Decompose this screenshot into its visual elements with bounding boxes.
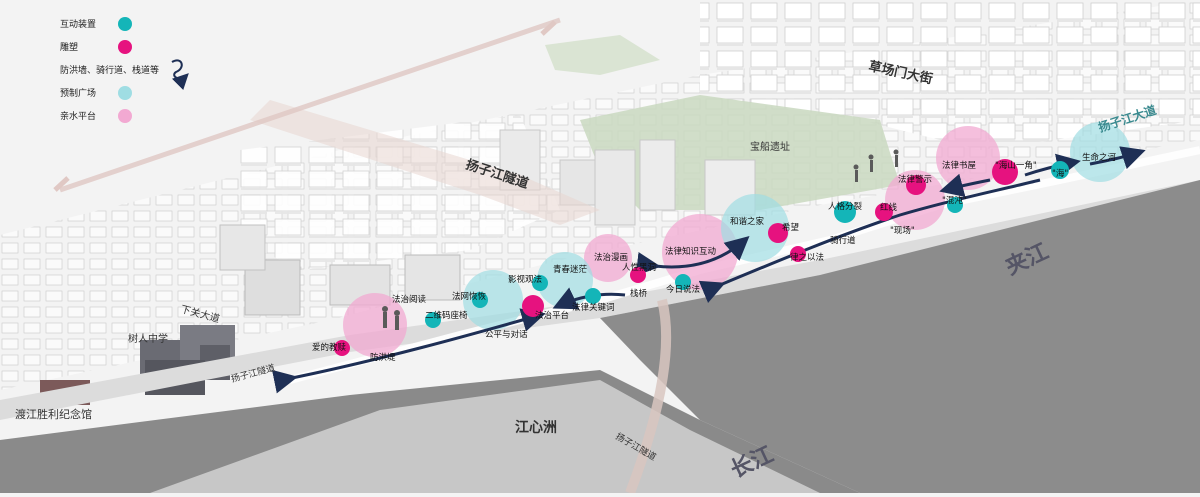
sculpture-bylaw[interactable] (790, 246, 806, 262)
interactive-youth[interactable] (532, 275, 548, 291)
sculpture-love[interactable] (334, 340, 350, 356)
legend-platform-label: 亲水平台 (60, 110, 96, 122)
interactive-chaos[interactable] (947, 197, 963, 213)
label-choice: 人格分裂 (828, 201, 863, 212)
jiangxinzhou-island (150, 380, 820, 493)
interactive-today[interactable] (675, 274, 691, 290)
route-arrows (271, 146, 1146, 394)
label-read: 法治阅读 (392, 294, 427, 305)
interactive-markers (425, 161, 1069, 328)
label-dark: 人性黑洞 (622, 262, 656, 273)
label-qr: 二维码座椅 (425, 310, 468, 321)
green-park-north (545, 35, 660, 75)
label-comic: 法治漫画 (594, 252, 628, 263)
legend-plaza-label: 预制广场 (60, 87, 96, 99)
tunnel-under-river (625, 298, 672, 495)
legend: 互动装置 雕塑 防洪墙、骑行道、栈道等 预制广场 亲水平台 (60, 17, 189, 123)
label-platform: 法治平台 (535, 310, 569, 321)
label-corner: "海山一角" (995, 160, 1037, 171)
legend-path-label: 防洪墙、骑行道、栈道等 (60, 64, 159, 76)
city-blocks-central (240, 115, 560, 270)
label-life: 生命之河 (1082, 152, 1117, 163)
sculpture-warning[interactable] (906, 175, 926, 195)
legend-interactive-label: 互动装置 (60, 18, 96, 30)
legend-platform-swatch (118, 109, 132, 123)
sculpture-hope[interactable] (768, 223, 788, 243)
label-knowledge: 法律知识互动 (665, 246, 717, 257)
label-flood: 防洪堤 (370, 352, 396, 363)
label-bylaw: 律之以法 (790, 252, 824, 263)
label-harmony: 和谐之家 (730, 216, 765, 227)
legend-path-swatch (171, 59, 189, 91)
label-books: 法律书屋 (942, 160, 977, 171)
feature-labels: 爱的教赎 防洪堤 法治阅读 二维码座椅 法网恢恢 公平与对话 影视观法 青春迷茫… (312, 152, 1117, 363)
school-label: 树人中学 (128, 332, 168, 345)
label-film: 影视观法 (508, 274, 542, 285)
legend-interactive-swatch (118, 17, 132, 31)
label-scene: "现场" (890, 226, 915, 236)
sculpture-dark[interactable] (630, 267, 646, 283)
interactive-sea[interactable] (1051, 161, 1069, 179)
platform-comic[interactable] (584, 234, 632, 282)
legend-plaza-swatch (118, 86, 132, 100)
sculpture-redline[interactable] (875, 203, 893, 221)
interactive-choice[interactable] (834, 201, 856, 223)
jiangxinzhou-label: 江心洲 (515, 419, 557, 436)
interactive-keyword[interactable] (585, 288, 601, 304)
label-bike: 骑行道 (830, 235, 856, 246)
sculpture-platform[interactable] (522, 295, 544, 317)
platform-books[interactable] (936, 126, 1000, 190)
legend-sculpture-swatch (118, 40, 132, 54)
legend-sculpture-label: 雕塑 (60, 41, 78, 53)
sculpture-markers (334, 159, 1018, 356)
sculpture-corner[interactable] (992, 159, 1018, 185)
label-today: 今日说法 (666, 284, 700, 295)
tunnel-road-band (250, 100, 600, 225)
label-fair: 公平与对话 (485, 329, 528, 340)
label-sea: "海" (1052, 168, 1068, 179)
interactive-net[interactable] (472, 292, 488, 308)
label-trestle: 栈桥 (630, 288, 648, 299)
label-hope: 希望 (782, 222, 800, 233)
label-warning: 法律警示 (898, 174, 932, 185)
baochuan-label: 宝船遗址 (750, 140, 790, 153)
memorial-label: 渡江胜利纪念馆 (15, 407, 92, 421)
label-net: 法网恢恢 (452, 291, 487, 302)
diagonal-road (59, 17, 561, 193)
label-chaos: "混沌" (942, 195, 967, 206)
label-love: 爱的教赎 (312, 342, 347, 353)
label-redline: 红线 (880, 202, 898, 213)
interactive-qr[interactable] (425, 312, 441, 328)
label-keyword: 法律关键词 (572, 302, 615, 313)
river-jiajiang (600, 180, 1200, 493)
plaza-life[interactable] (1070, 122, 1130, 182)
label-youth: 青春迷茫 (553, 264, 588, 275)
